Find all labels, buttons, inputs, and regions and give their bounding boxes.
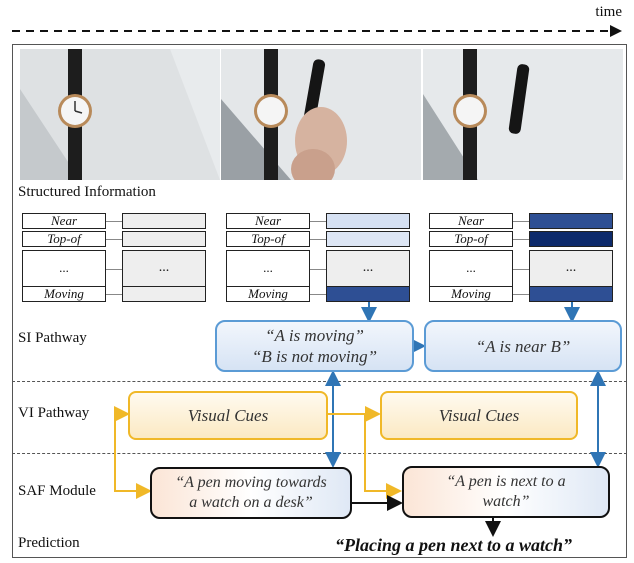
si-box-2: “A is near B” [424,320,622,372]
si-box-2-line1: “A is near B” [475,336,571,356]
separator-vi-saf [12,453,627,454]
table-3-cell-2 [529,231,613,247]
saf-box-2: “A pen is next to a watch” [402,466,610,518]
table-3-cell-4 [529,286,613,302]
table-1-cell-4 [122,286,206,302]
structured-information-label: Structured Information [18,184,156,200]
table-2-cell-1 [326,213,410,229]
saf-box-1-line1: “A pen moving towards [175,474,327,491]
table-2-label-1: Near [226,213,310,229]
table-connector-line [310,269,326,270]
table-connector-line [310,239,326,240]
saf-box-1-line2: a watch on a desk” [189,494,313,511]
table-1-cell-3: ... [122,250,206,288]
table-1-label-4: Moving [22,286,106,302]
table-connector-line [106,239,122,240]
table-connector-line [513,294,529,295]
table-3-label-4: Moving [429,286,513,302]
si-box-1: “A is moving” “B is not moving” [215,320,414,372]
table-2-label-4: Moving [226,286,310,302]
table-1-cell-2 [122,231,206,247]
table-connector-line [513,269,529,270]
table-connector-line [310,294,326,295]
time-label: time [595,4,622,20]
vi-pathway-label: VI Pathway [18,405,90,421]
prediction-label: Prediction [18,535,80,551]
visual-cues-box-1: Visual Cues [128,391,328,440]
table-1-cell-1 [122,213,206,229]
table-connector-line [310,221,326,222]
si-box-1-line2: “B is not moving” [251,347,378,366]
table-connector-line [106,269,122,270]
video-frame-1 [20,49,220,180]
video-frame-2 [221,49,421,180]
table-2-cell-2 [326,231,410,247]
saf-box-1: “A pen moving towards a watch on a desk” [150,467,352,519]
table-3-cell-1 [529,213,613,229]
table-connector-line [513,239,529,240]
table-connector-line [106,294,122,295]
table-3-label-2: Top-of [429,231,513,247]
prediction-text: “Placing a pen next to a watch” [335,535,573,555]
table-3-cell-3: ... [529,250,613,288]
table-2-cell-4 [326,286,410,302]
si-box-1-line1: “A is moving” [265,326,364,345]
visual-cues-box-2: Visual Cues [380,391,578,440]
saf-module-label: SAF Module [18,483,96,499]
time-arrow [12,25,622,37]
si-pathway-label: SI Pathway [18,330,87,346]
table-1-label-1: Near [22,213,106,229]
table-3-label-1: Near [429,213,513,229]
table-connector-line [106,221,122,222]
table-connector-line [513,221,529,222]
saf-box-2-line2: watch” [482,493,530,510]
table-1-label-2: Top-of [22,231,106,247]
separator-si-vi [12,381,627,382]
table-2-label-2: Top-of [226,231,310,247]
video-frame-3 [423,49,623,180]
diagram-frame [12,44,627,558]
saf-box-2-line1: “A pen is next to a [446,473,566,490]
